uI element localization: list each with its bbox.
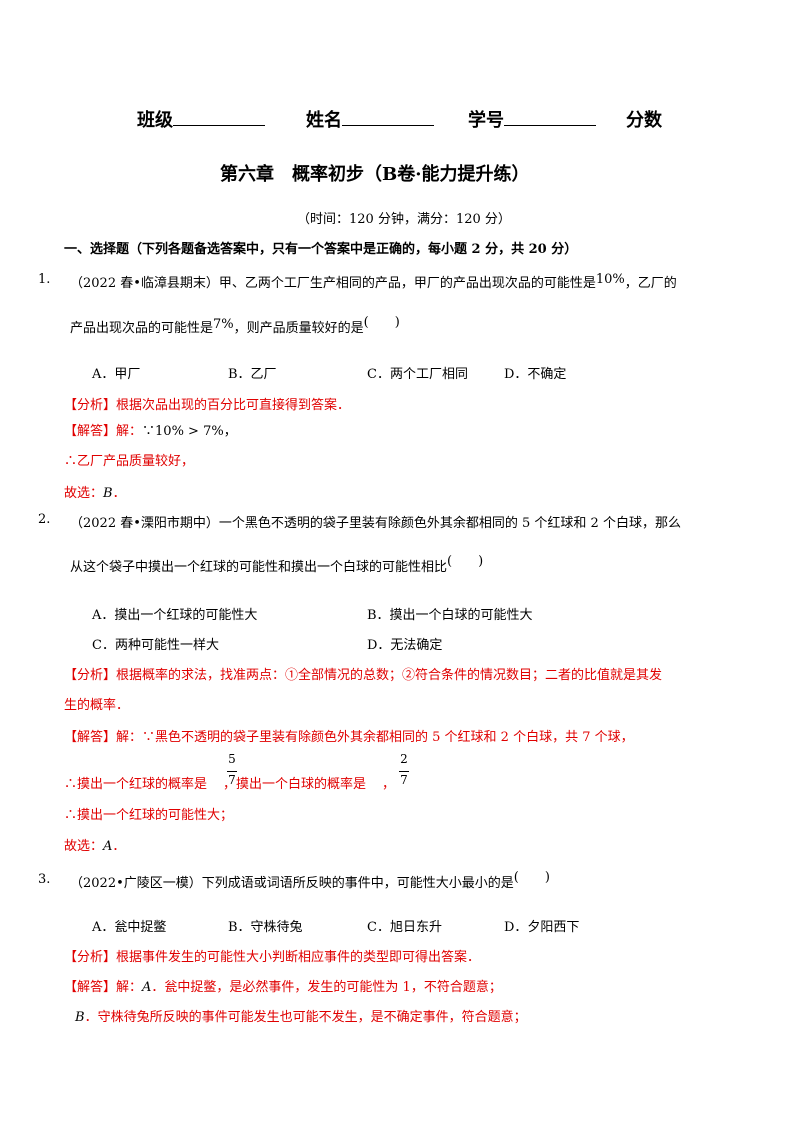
q1-choice-label: 故选： xyxy=(64,486,104,501)
q2-option-c: C．两种可能性一样大 xyxy=(92,638,219,653)
q2-analysis: 【分析】根据概率的求法，找准两点：①全部情况的总数；②符合条件的情况数目；二者的… xyxy=(64,664,662,683)
q1-line2-text-end: ，则产品质量较好的是 xyxy=(233,321,364,336)
q2-answer-tag: 【解答】 xyxy=(64,730,117,745)
q2-number: 2. xyxy=(38,512,51,527)
q3-answer-rest: ．瓮中捉鳖，是必然事件，发生的可能性为 1，不符合题意； xyxy=(151,980,502,995)
q1-paren: ( ) xyxy=(363,315,400,330)
q1-option-b: B．乙厂 xyxy=(228,367,277,382)
q2-answer: 【解答】解：∵黑色不透明的袋子里装有除颜色外其余都相同的 5 个红球和 2 个白… xyxy=(64,726,634,745)
q1-pct2: 7% xyxy=(213,317,234,332)
q3-answer-text: 解： xyxy=(116,980,143,995)
q3-answer: 【解答】解：A．瓮中捉鳖，是必然事件，发生的可能性为 1，不符合题意； xyxy=(64,976,502,995)
q1-answer: 【解答】解：∵10% > 7%， xyxy=(64,420,237,439)
q1-answer-tag: 【解答】 xyxy=(64,424,117,439)
q2-paren: ( ) xyxy=(447,554,484,569)
q2-choice: 故选：A． xyxy=(64,835,125,854)
q2-step1-text-mid: ，摸出一个白球的概率是 xyxy=(223,777,367,792)
q2-answer-text: 解：∵黑色不透明的袋子里装有除颜色外其余都相同的 5 个红球和 2 个白球，共 … xyxy=(116,730,634,745)
q1-answer-math: ∵10% > 7%， xyxy=(142,424,237,439)
q2-frac1-numerator: 5 xyxy=(228,752,236,766)
q2-frac2-denominator: 7 xyxy=(400,773,408,787)
q1-analysis-tag: 【分析】 xyxy=(64,398,117,413)
q2-analysis-tag: 【分析】 xyxy=(64,668,117,683)
q1-number: 1. xyxy=(38,272,51,287)
q3-line1-text: （2022•广陵区一模）下列成语或词语所反映的事件中，可能性大小最小的是 xyxy=(70,876,514,891)
q2-frac2-numerator: 2 xyxy=(400,752,408,766)
q3-line1: （2022•广陵区一模）下列成语或词语所反映的事件中，可能性大小最小的是( ) xyxy=(70,870,550,891)
q2-choice-end: ． xyxy=(112,839,126,854)
q3-number: 3. xyxy=(38,872,51,887)
q2-option-d: D．无法确定 xyxy=(367,638,443,653)
q2-option-a: A．摸出一个红球的可能性大 xyxy=(92,608,258,623)
q3-paren: ( ) xyxy=(513,870,550,885)
q2-frac1-denominator: 7 xyxy=(228,773,236,787)
q1-option-c: C．两个工厂相同 xyxy=(367,367,468,382)
page-title: 第六章 概率初步（B卷·能力提升练） xyxy=(220,164,530,185)
q2-analysis-text: 根据概率的求法，找准两点：①全部情况的总数；②符合条件的情况数目；二者的比值就是… xyxy=(116,668,663,683)
q3-analysis: 【分析】根据事件发生的可能性大小判断相应事件的类型即可得出答案． xyxy=(64,946,480,965)
q1-line1: （2022 春•临漳县期末）甲、乙两个工厂生产相同的产品，甲厂的产品出现次品的可… xyxy=(70,272,677,291)
q3-answer-tag: 【解答】 xyxy=(64,980,117,995)
q1-choice: 故选：B． xyxy=(64,482,126,501)
q2-line1: （2022 春•溧阳市期中）一个黑色不透明的袋子里装有除颜色外其余都相同的 5 … xyxy=(70,516,681,531)
q2-step2: ∴摸出一个红球的可能性大； xyxy=(64,808,234,823)
q3-option-c: C．旭日东升 xyxy=(367,920,442,935)
q2-step1-text-end: ， xyxy=(382,777,396,792)
q1-choice-letter: B xyxy=(103,486,113,501)
page-subtitle: （时间：120 分钟，满分：120 分） xyxy=(297,212,511,227)
q3-step1: B．守株待兔所反映的事件可能发生也可能不发生，是不确定事件，符合题意； xyxy=(75,1006,527,1025)
name-label: 姓名 xyxy=(306,110,342,131)
id-label: 学号 xyxy=(468,110,504,131)
q3-option-b: B．守株待兔 xyxy=(228,920,303,935)
q2-frac2-bar xyxy=(399,771,409,772)
class-blank xyxy=(173,109,265,126)
q2-frac1-bar xyxy=(227,771,237,772)
q1-analysis: 【分析】根据次品出现的百分比可直接得到答案． xyxy=(64,394,350,413)
q1-option-a: A．甲厂 xyxy=(92,367,141,382)
section-heading: 一、选择题（下列各题备选答案中，只有一个答案中是正确的，每小题 2 分，共 20… xyxy=(64,242,578,257)
q2-choice-label: 故选： xyxy=(64,839,104,854)
class-label: 班级 xyxy=(137,110,173,131)
q1-answer-text: 解： xyxy=(116,424,143,439)
q1-line1-text: （2022 春•临漳县期末）甲、乙两个工厂生产相同的产品，甲厂的产品出现次品的可… xyxy=(70,276,596,291)
id-blank xyxy=(504,109,596,126)
id-field: 学号 xyxy=(468,106,596,132)
class-field: 班级 xyxy=(137,106,265,132)
q1-choice-end: ． xyxy=(112,486,126,501)
name-field: 姓名 xyxy=(306,106,434,132)
q3-step1-letter: B xyxy=(75,1010,85,1025)
q2-choice-letter: A xyxy=(103,839,113,854)
q2-step1: ∴摸出一个红球的概率是 ，摸出一个白球的概率是 ， xyxy=(64,773,395,792)
q1-line2-text: 产品出现次品的可能性是 xyxy=(70,321,214,336)
q1-line2: 产品出现次品的可能性是7%，则产品质量较好的是( ) xyxy=(70,315,400,336)
q2-option-b: B．摸出一个白球的可能性大 xyxy=(367,608,533,623)
q2-line2-text: 从这个袋子中摸出一个红球的可能性和摸出一个白球的可能性相比 xyxy=(70,560,448,575)
score-label: 分数 xyxy=(626,110,662,131)
q2-step1-text: ∴摸出一个红球的概率是 xyxy=(64,777,208,792)
q1-option-d: D．不确定 xyxy=(504,367,567,382)
q1-analysis-text: 根据次品出现的百分比可直接得到答案． xyxy=(116,398,351,413)
q3-step1-text: ．守株待兔所反映的事件可能发生也可能不发生，是不确定事件，符合题意； xyxy=(84,1010,527,1025)
q1-step: ∴乙厂产品质量较好， xyxy=(64,454,195,469)
q3-option-d: D．夕阳西下 xyxy=(504,920,580,935)
q1-pct1: 10% xyxy=(595,272,625,287)
q3-option-a: A．瓮中捉鳖 xyxy=(92,920,167,935)
name-blank xyxy=(342,109,434,126)
q2-line2: 从这个袋子中摸出一个红球的可能性和摸出一个白球的可能性相比( ) xyxy=(70,554,484,575)
q1-line1-text-end: ，乙厂的 xyxy=(624,276,677,291)
q3-analysis-text: 根据事件发生的可能性大小判断相应事件的类型即可得出答案． xyxy=(116,950,481,965)
q2-analysis-cont: 生的概率． xyxy=(64,698,130,713)
q3-answer-letter: A xyxy=(142,980,152,995)
q3-analysis-tag: 【分析】 xyxy=(64,950,117,965)
score-field: 分数 xyxy=(626,106,662,132)
